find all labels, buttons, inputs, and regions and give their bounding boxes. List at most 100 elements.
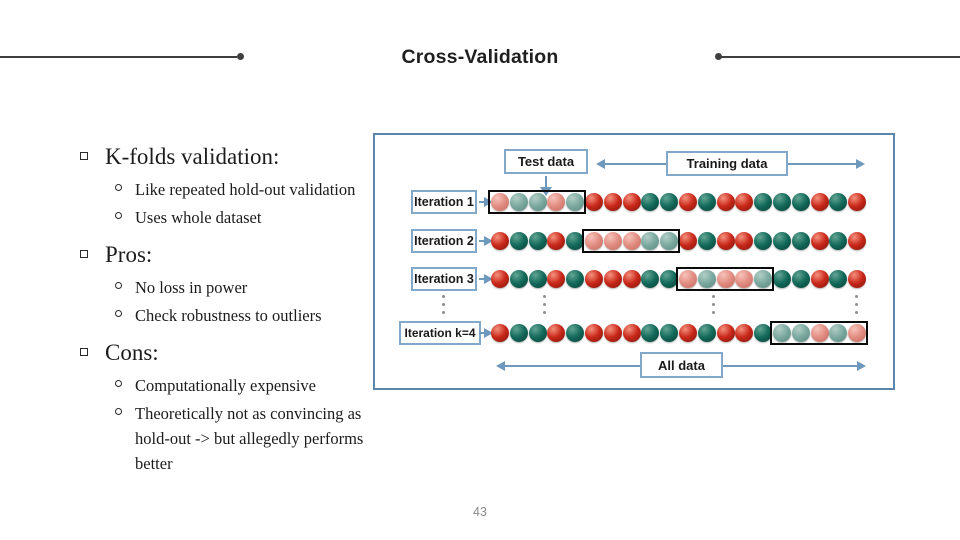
sub-bullet-label: Theoretically not as convincing as hold-… (135, 404, 364, 473)
data-ball (585, 193, 603, 211)
iteration-arrow-line (479, 201, 485, 203)
data-ball (585, 232, 603, 250)
data-ball (491, 270, 509, 288)
data-ball (566, 193, 585, 211)
data-ball (603, 193, 622, 211)
square-bullet-icon (80, 348, 88, 356)
data-ball (528, 232, 547, 250)
data-ball (660, 232, 679, 250)
data-ball (660, 324, 679, 342)
data-ball (547, 232, 566, 250)
square-bullet-icon (80, 250, 88, 258)
data-ball (791, 270, 810, 288)
data-ball (641, 193, 660, 211)
sub-bullet-label: No loss in power (135, 278, 248, 297)
sub-bullet-item: No loss in power (115, 275, 420, 300)
sub-bullet-label: Like repeated hold-out validation (135, 180, 356, 199)
square-bullet-icon (80, 152, 88, 160)
data-ball (679, 324, 697, 342)
test-data-arrow-line (545, 176, 547, 188)
circle-bullet-icon (115, 380, 122, 387)
main-bullet-label: Cons: (105, 340, 159, 365)
data-ball (528, 324, 547, 342)
data-ball (754, 193, 773, 211)
iteration-arrow-line (479, 278, 485, 280)
main-bullet-item: K-folds validation: (80, 141, 420, 172)
main-bullet-label: K-folds validation: (105, 144, 280, 169)
test-fold-highlight (488, 190, 586, 214)
data-ball (735, 324, 754, 342)
ellipsis-icon (712, 295, 715, 319)
iteration-arrowhead-icon (484, 328, 493, 338)
data-ball (829, 193, 848, 211)
rule-dot-left (237, 53, 244, 60)
iteration-arrow-line (479, 332, 485, 334)
data-ball (679, 232, 697, 250)
training-arrow-left-line (604, 163, 666, 165)
page-number: 43 (473, 505, 487, 519)
data-ball (528, 270, 547, 288)
iteration-arrowhead-icon (484, 236, 493, 246)
data-ball (641, 270, 660, 288)
data-ball (773, 193, 791, 211)
data-ball (566, 270, 585, 288)
sub-bullet-item: Check robustness to outliers (115, 303, 420, 328)
data-ball (848, 232, 867, 250)
circle-bullet-icon (115, 282, 122, 289)
iteration-label: Iteration k=4 (399, 321, 481, 345)
data-ball (660, 270, 679, 288)
training-data-label: Training data (666, 151, 788, 176)
data-ball (566, 232, 585, 250)
alldata-arrow-right-line (723, 365, 858, 367)
data-ball (754, 270, 773, 288)
circle-bullet-icon (115, 310, 122, 317)
data-ball (641, 324, 660, 342)
data-ball (585, 270, 603, 288)
training-arrowhead-left-icon (596, 159, 605, 169)
sub-bullet-item: Computationally expensive (115, 373, 420, 398)
data-ball (491, 193, 509, 211)
data-ball (679, 193, 697, 211)
data-ball (716, 193, 735, 211)
data-ball (697, 232, 716, 250)
data-ball (829, 324, 848, 342)
data-ball (679, 270, 697, 288)
training-arrow-right-line (788, 163, 857, 165)
data-ball (810, 324, 829, 342)
circle-bullet-icon (115, 212, 122, 219)
title-rule-left (0, 56, 237, 58)
sub-bullet-item: Like repeated hold-out validation (115, 177, 420, 202)
circle-bullet-icon (115, 184, 122, 191)
iteration-label: Iteration 2 (411, 229, 477, 253)
circle-bullet-icon (115, 408, 122, 415)
data-ball (754, 324, 773, 342)
data-ball (735, 270, 754, 288)
iteration-arrow-line (479, 240, 485, 242)
data-ball (547, 324, 566, 342)
data-ball (622, 193, 641, 211)
data-ball (585, 324, 603, 342)
data-ball (697, 324, 716, 342)
data-ball (829, 232, 848, 250)
sub-bullet-label: Computationally expensive (135, 376, 317, 395)
data-ball (603, 232, 622, 250)
alldata-arrowhead-right-icon (857, 361, 866, 371)
data-ball (773, 324, 791, 342)
main-bullet-item: Cons: (80, 337, 420, 368)
data-ball (848, 324, 867, 342)
data-ball (791, 324, 810, 342)
data-ball (810, 193, 829, 211)
alldata-arrow-left-line (504, 365, 640, 367)
bullet-list: K-folds validation: Like repeated hold-ou… (80, 141, 420, 485)
data-ball (509, 324, 528, 342)
alldata-arrowhead-left-icon (496, 361, 505, 371)
data-ball (603, 324, 622, 342)
data-ball (735, 232, 754, 250)
ellipsis-icon (855, 295, 858, 319)
iteration-label: Iteration 1 (411, 190, 477, 214)
data-ball (791, 193, 810, 211)
data-ball (547, 270, 566, 288)
sub-bullet-item: Uses whole dataset (115, 205, 420, 230)
